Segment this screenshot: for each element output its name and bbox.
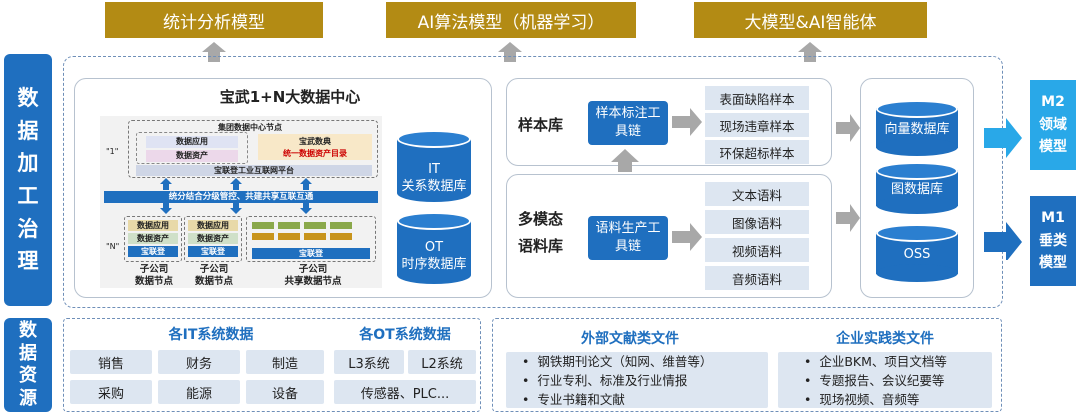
ext-list: • 钢铁期刊论文（知网、维普等） • 行业专利、标准及行业情报 • 专业书籍和文…	[506, 352, 768, 408]
corpus-item-image: 图像语料	[705, 210, 809, 234]
big-data-center-title: 宝武1+N大数据中心	[219, 88, 361, 106]
banner-arrows	[160, 178, 312, 214]
arrow-right-icon	[984, 118, 1022, 158]
sub-node-box-1	[124, 216, 182, 262]
corpus-tool-chain: 语料生产工具链	[588, 216, 668, 260]
shared-node-box	[246, 216, 376, 262]
processing-area	[63, 56, 1003, 308]
n-star-label: "N"	[106, 242, 120, 251]
corpus-item-text: 文本语料	[705, 182, 809, 206]
sub1-platform: 宝联登	[128, 246, 178, 257]
group-data-box	[136, 132, 248, 164]
group-node-title: 集团数据中心节点	[218, 123, 282, 132]
corpus-item-video: 视频语料	[705, 238, 809, 262]
vector-db-icon: 向量数据库	[876, 100, 958, 156]
group-node-box	[128, 120, 378, 178]
banner-bar: 统分结合分级管控、共建共享互联互通	[104, 191, 378, 203]
shared-node-blocks	[252, 222, 356, 244]
ot-item-l2: L2系统	[408, 350, 476, 374]
ot-item-l3: L3系统	[334, 350, 404, 374]
group-data-asset: 数据资产	[146, 150, 238, 162]
ent-list: • 企业BKM、项目文档等 • 专题报告、会议纪要等 • 现场视频、音频等	[778, 352, 992, 408]
it-item-equipment: 设备	[246, 380, 324, 404]
oss-icon: OSS	[876, 224, 958, 282]
ot-title: 各OT系统数据	[359, 327, 451, 343]
sample-item-env: 环保超标样本	[705, 140, 809, 164]
side-label-processing: 数据加工治理	[4, 54, 52, 306]
baowu-dict-box	[258, 134, 372, 160]
up-arrows	[202, 42, 822, 62]
sample-library-title: 样本库	[518, 116, 564, 134]
top-box-ai-algorithm: AI算法模型（机器学习）	[386, 2, 636, 38]
sub2-data-app: 数据应用	[188, 220, 238, 231]
sub-node-label-1: 子公司数据节点	[134, 264, 173, 287]
model-arrows	[984, 118, 1022, 260]
group-platform-bar: 宝联登工业互联网平台	[136, 165, 372, 176]
top-box-llm-agent: 大模型&AI智能体	[694, 2, 927, 38]
sample-item-surface: 表面缺陷样本	[705, 86, 809, 110]
graph-db-icon: 图数据库	[876, 162, 958, 214]
ext-title: 外部文献类文件	[581, 331, 679, 347]
corpus-title: 多模态语料库	[518, 210, 564, 255]
sources-docs-box	[492, 318, 1002, 412]
it-item-purchase: 采购	[70, 380, 152, 404]
arrow-right-icon	[836, 114, 860, 142]
up-arrow-icon	[798, 42, 822, 62]
baowu-catalog-label: 统一数据资产目录	[283, 149, 347, 158]
sub1-data-app: 数据应用	[128, 220, 178, 231]
sample-item-violation: 现场违章样本	[705, 113, 809, 137]
sources-it-ot-box	[63, 318, 481, 412]
arrow-right-icon	[672, 108, 702, 136]
arrow-up-icon	[611, 149, 639, 172]
ot-item-sensor: 传感器、PLC...	[334, 380, 476, 404]
shared-node-label: 子公司共享数据节点	[284, 264, 342, 287]
group-star-label: "1"	[106, 147, 119, 156]
it-item-energy: 能源	[158, 380, 240, 404]
it-title: 各IT系统数据	[168, 327, 254, 343]
up-arrow-icon	[202, 42, 226, 62]
sub-node-box-2	[184, 216, 242, 262]
it-item-sales: 销售	[70, 350, 152, 374]
arrow-right-icon	[984, 222, 1022, 260]
sub2-platform: 宝联登	[188, 246, 238, 257]
top-box-statistical: 统计分析模型	[105, 2, 323, 38]
side-label-sources: 数据资源	[4, 318, 52, 412]
sample-tool-chain: 样本标注工具链	[588, 101, 668, 145]
arrow-right-icon	[672, 223, 702, 251]
up-arrow-icon	[498, 42, 522, 62]
sub1-data-asset: 数据资产	[128, 233, 178, 244]
ent-title: 企业实践类文件	[836, 331, 934, 347]
it-item-finance: 财务	[158, 350, 240, 374]
corpus-item-audio: 音频语料	[705, 266, 809, 290]
it-item-manufacturing: 制造	[246, 350, 324, 374]
sub2-data-asset: 数据资产	[188, 233, 238, 244]
baowu-dict-label: 宝武数典	[299, 137, 331, 146]
sub-node-label-2: 子公司数据节点	[194, 264, 233, 287]
group-data-app: 数据应用	[146, 136, 238, 148]
shared-platform: 宝联登	[252, 248, 370, 259]
arrow-right-icon	[836, 204, 860, 232]
